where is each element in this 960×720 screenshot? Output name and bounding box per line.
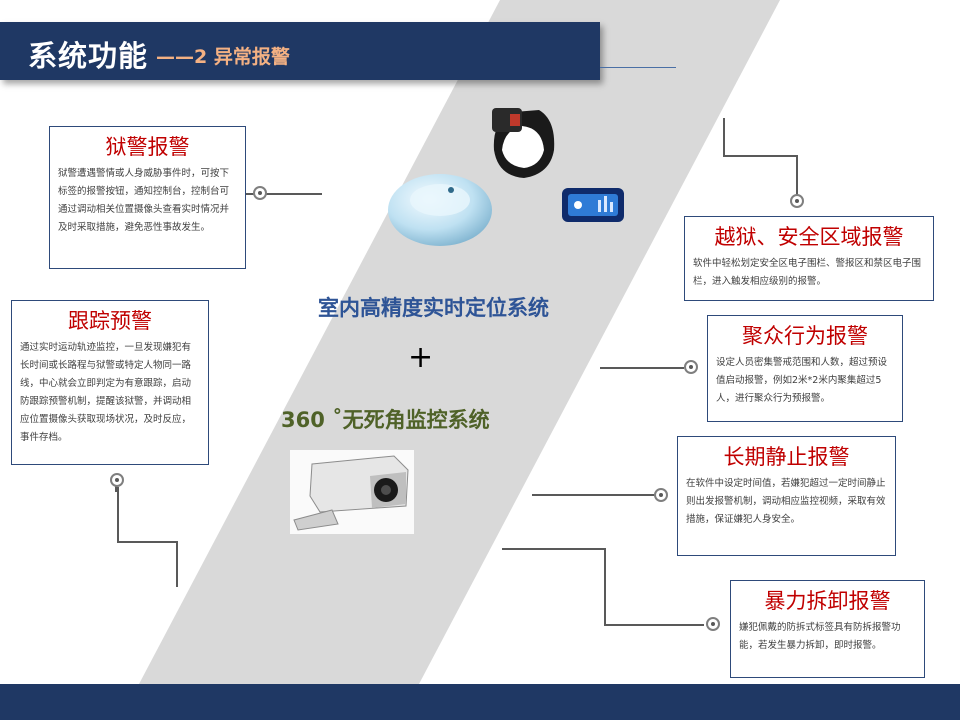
wristband-icon [492, 108, 555, 178]
page-title: 系统功能 [28, 39, 149, 73]
feature-title: 聚众行为报警 [742, 324, 868, 348]
connector-line [502, 548, 606, 550]
plus-sign: + [408, 340, 434, 375]
feature-description: 软件中轻松划定安全区电子围栏、警报区和禁区电子围栏，进入触发相应级别的报警。 [693, 258, 922, 287]
feature-card-guard-alarm: 狱警报警 狱警遭遇警情或人身威胁事件时，可按下标签的报警按钮，通知控制台，控制台… [49, 126, 246, 269]
feature-description: 狱警遭遇警情或人身威胁事件时，可按下标签的报警按钮，通知控制台，控制台可通过调动… [58, 168, 230, 233]
connector-line [117, 487, 119, 543]
feature-title: 暴力拆卸报警 [764, 589, 891, 613]
beacon-icon [388, 174, 492, 246]
connector-line [796, 155, 798, 195]
feature-card-stillness-alarm: 长期静止报警 在软件中设定时间值，若嫌犯超过一定时间静止则出发报警机制，调动相应… [677, 436, 896, 556]
connector-line [723, 118, 725, 156]
title-bar [0, 22, 600, 80]
feature-title: 狱警报警 [105, 135, 190, 159]
center-monitor-title: 360 ˚无死角监控系统 [281, 408, 490, 432]
connector-line [532, 494, 656, 496]
title-underline [600, 67, 676, 68]
connector-node [253, 186, 267, 200]
connector-node [110, 473, 124, 487]
connector-node [654, 488, 668, 502]
connector-line [600, 367, 684, 369]
feature-title: 长期静止报警 [723, 445, 850, 469]
feature-title: 跟踪预警 [68, 309, 152, 333]
feature-title: 越狱、安全区域报警 [714, 225, 904, 249]
connector-line [176, 541, 178, 587]
feature-description: 设定人员密集警戒范围和人数，超过预设值启动报警，例如2米*2米内聚集超过5人，进… [716, 357, 888, 404]
feature-card-gathering-alarm: 聚众行为报警 设定人员密集警戒范围和人数，超过预设值启动报警，例如2米*2米内聚… [707, 315, 903, 422]
center-system-title: 室内高精度实时定位系统 [318, 296, 549, 320]
camera-icon [290, 450, 414, 534]
connector-line [604, 624, 704, 626]
connector-line [117, 541, 177, 543]
footer-bar [0, 684, 960, 720]
connector-node [706, 617, 720, 631]
page-subtitle: ——2 异常报警 [156, 46, 290, 68]
card-tag-icon [562, 188, 624, 222]
feature-description: 在软件中设定时间值，若嫌犯超过一定时间静止则出发报警机制，调动相应监控视频，采取… [686, 478, 886, 525]
feature-description: 通过实时运动轨迹监控，一旦发现嫌犯有长时间或长路程与狱警或特定人物同一路线，中心… [20, 342, 192, 443]
feature-card-tamper-alarm: 暴力拆卸报警 嫌犯佩戴的防拆式标签具有防拆报警功能，若发生暴力拆卸，即时报警。 [730, 580, 925, 678]
connector-line [246, 193, 322, 195]
connector-line [723, 155, 798, 157]
connector-line [604, 548, 606, 626]
connector-node [790, 194, 804, 208]
feature-card-escape-zone-alarm: 越狱、安全区域报警 软件中轻松划定安全区电子围栏、警报区和禁区电子围栏，进入触发… [684, 216, 934, 301]
connector-node [684, 360, 698, 374]
feature-card-tracking-warning: 跟踪预警 通过实时运动轨迹监控，一旦发现嫌犯有长时间或长路程与狱警或特定人物同一… [11, 300, 209, 465]
feature-description: 嫌犯佩戴的防拆式标签具有防拆报警功能，若发生暴力拆卸，即时报警。 [739, 622, 901, 651]
diagonal-band [120, 0, 780, 720]
